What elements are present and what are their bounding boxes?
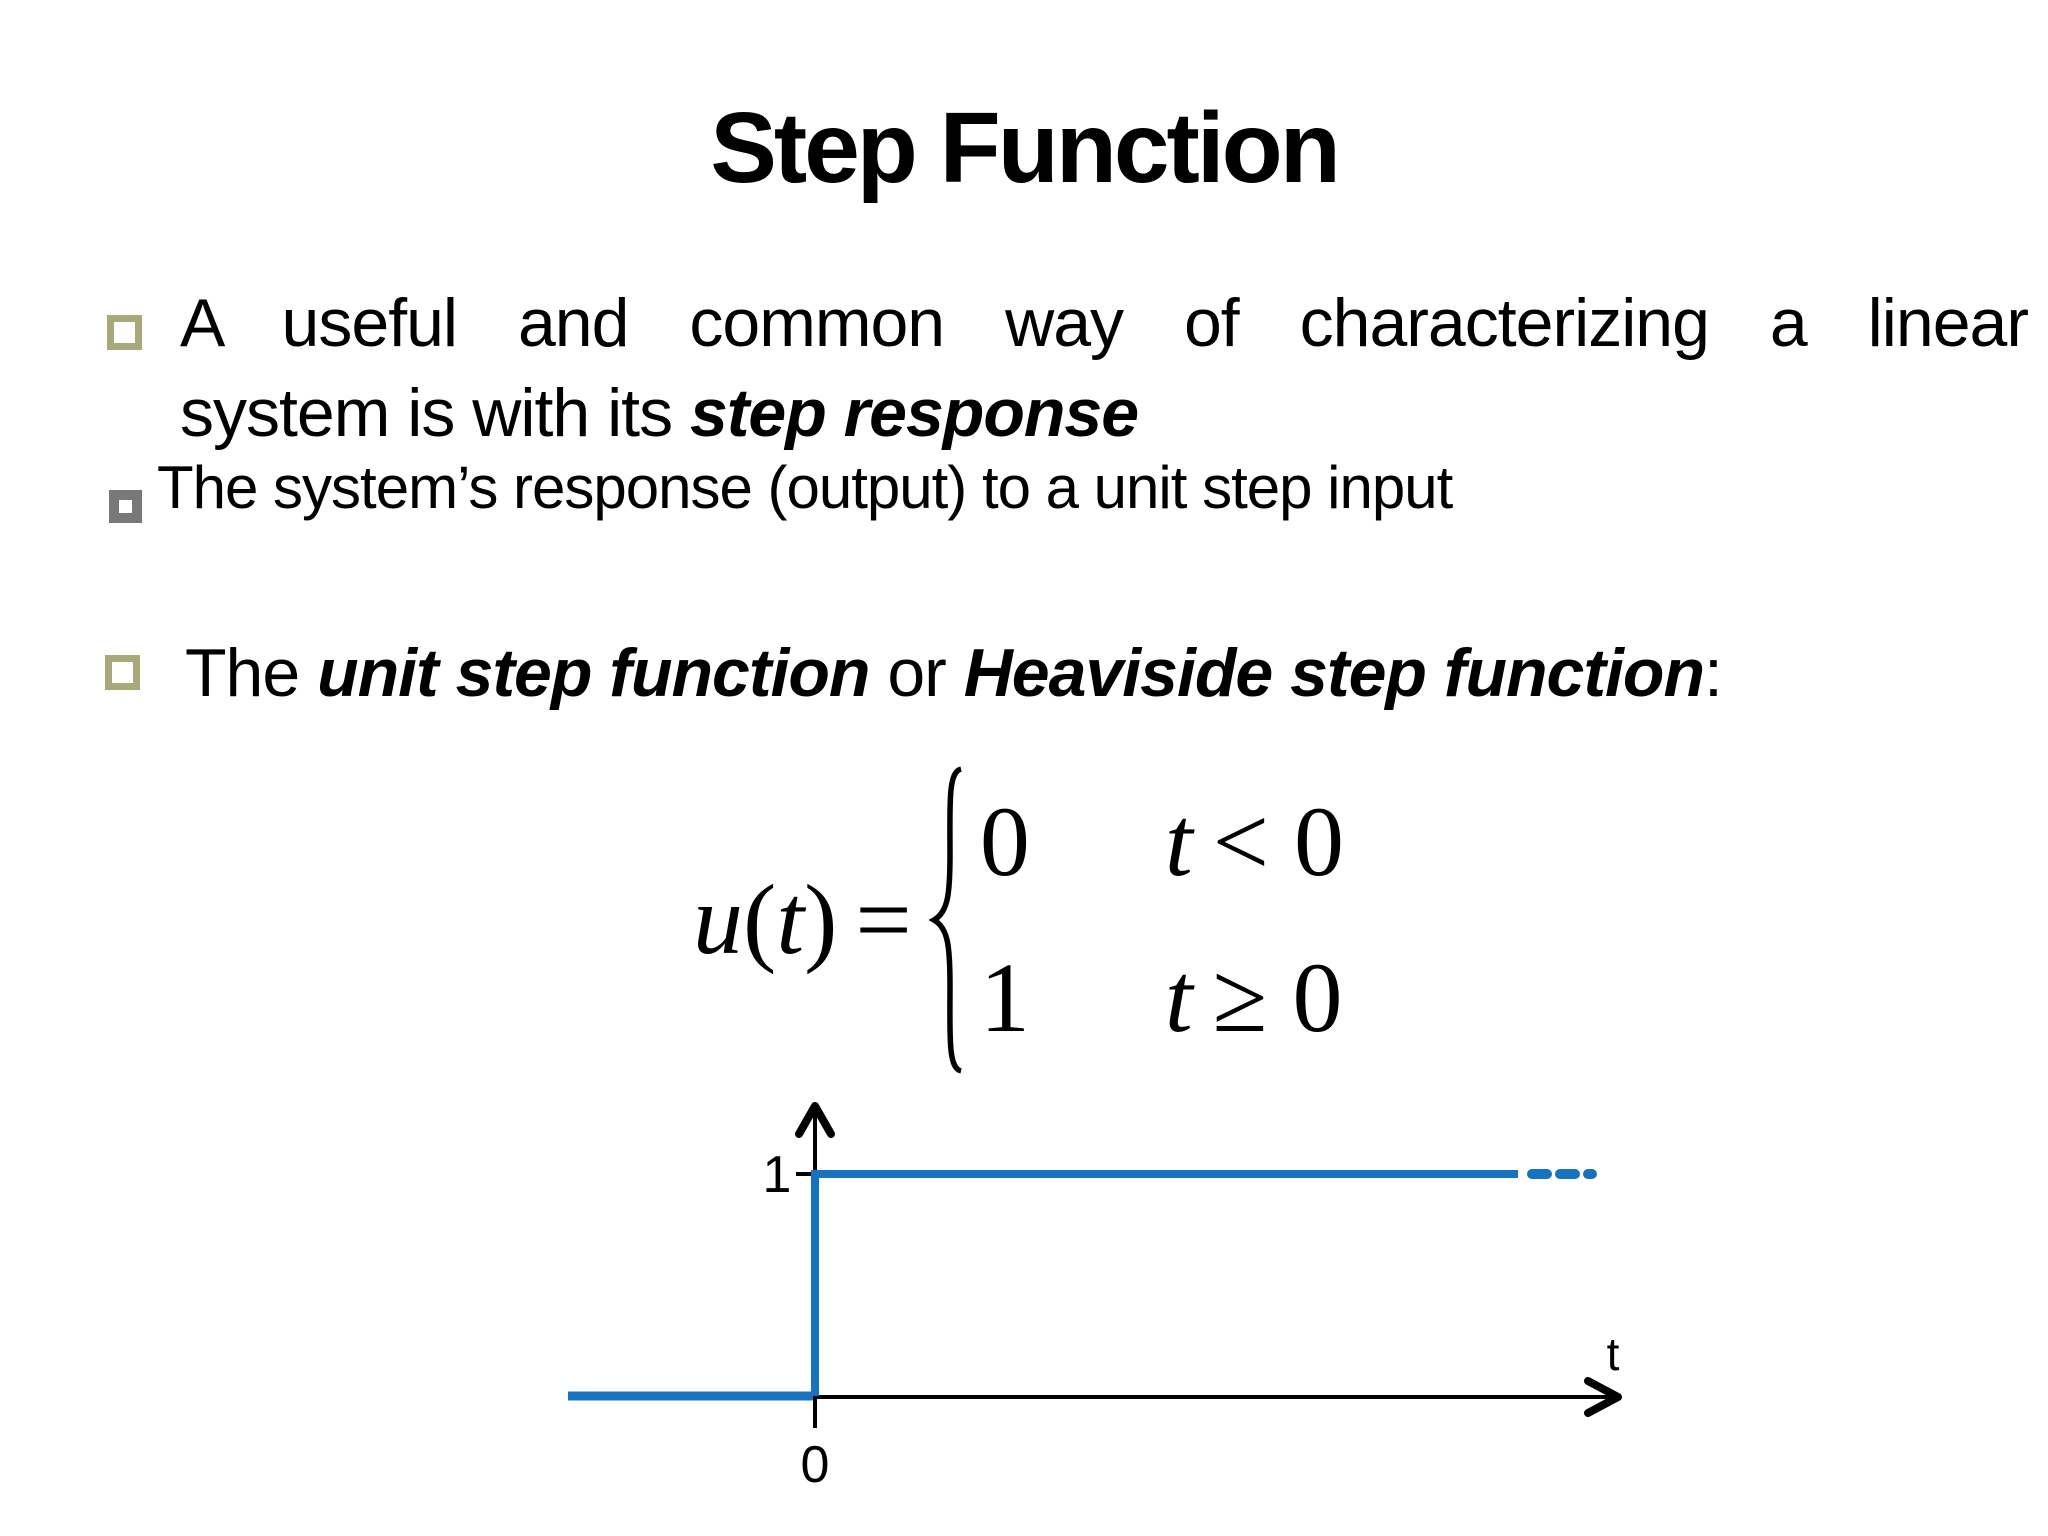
sub-bullet-text: The system’s response (output) to a unit… bbox=[157, 454, 1453, 521]
case-2-relation: ≥ 0 bbox=[1212, 942, 1343, 1053]
formula-arg: t bbox=[776, 864, 805, 975]
formula-equals: = bbox=[855, 864, 912, 975]
formula-lhs: u(t)= bbox=[693, 870, 912, 970]
bullet-3-emphasis-1: unit step function bbox=[317, 635, 870, 711]
case-1-var: t bbox=[1164, 786, 1193, 897]
bullet-1: A useful and common way of characterizin… bbox=[180, 278, 2029, 458]
formula-func: u bbox=[693, 864, 743, 975]
step-curve bbox=[811, 1170, 1518, 1396]
case-1-relation: < 0 bbox=[1212, 786, 1345, 897]
case-1-value: 0 bbox=[979, 786, 1030, 897]
unit-step-formula: u(t)= 0 t < 0 1 t ≥ 0 bbox=[693, 764, 1344, 1076]
filled-square-bullet-icon bbox=[109, 490, 142, 523]
formula-lparen: ( bbox=[743, 864, 777, 975]
bullet-3-emphasis-2: Heaviside step function bbox=[963, 635, 1705, 711]
case-2-var: t bbox=[1164, 942, 1193, 1053]
page-title: Step Function bbox=[710, 92, 1341, 204]
hollow-square-bullet-icon bbox=[107, 315, 142, 350]
bullet-3-plain-2: or bbox=[869, 635, 964, 711]
bullet-1-line-2: system is with its step response bbox=[180, 368, 2028, 458]
case-2-value: 1 bbox=[979, 942, 1030, 1053]
origin-label: 0 bbox=[801, 1436, 830, 1494]
bullet-1-line-1: A useful and common way of characterizin… bbox=[180, 285, 2029, 361]
bullet-1-line-2-emphasis: step response bbox=[689, 375, 1139, 451]
formula-rparen: ) bbox=[804, 864, 838, 975]
case-1-condition: t < 0 bbox=[1165, 792, 1344, 892]
step-function-plot: 1 0 t bbox=[568, 1102, 1622, 1494]
curly-brace-icon bbox=[928, 766, 963, 1074]
x-axis-arrowhead-icon bbox=[1584, 1377, 1622, 1417]
bullet-1-line-2-plain: system is with its bbox=[180, 375, 690, 451]
formula-cases: 0 t < 0 1 t ≥ 0 bbox=[980, 764, 1344, 1076]
x-axis-label: t bbox=[1607, 1328, 1620, 1380]
bullet-3: The unit step function or Heaviside step… bbox=[185, 628, 1723, 718]
bullet-3-plain-3: : bbox=[1703, 635, 1723, 711]
bullet-3-plain-1: The bbox=[185, 635, 318, 711]
hollow-square-bullet-icon bbox=[105, 655, 140, 690]
case-2-condition: t ≥ 0 bbox=[1165, 948, 1343, 1048]
y-tick-label: 1 bbox=[763, 1146, 792, 1204]
y-axis-arrowhead-icon bbox=[795, 1102, 835, 1138]
